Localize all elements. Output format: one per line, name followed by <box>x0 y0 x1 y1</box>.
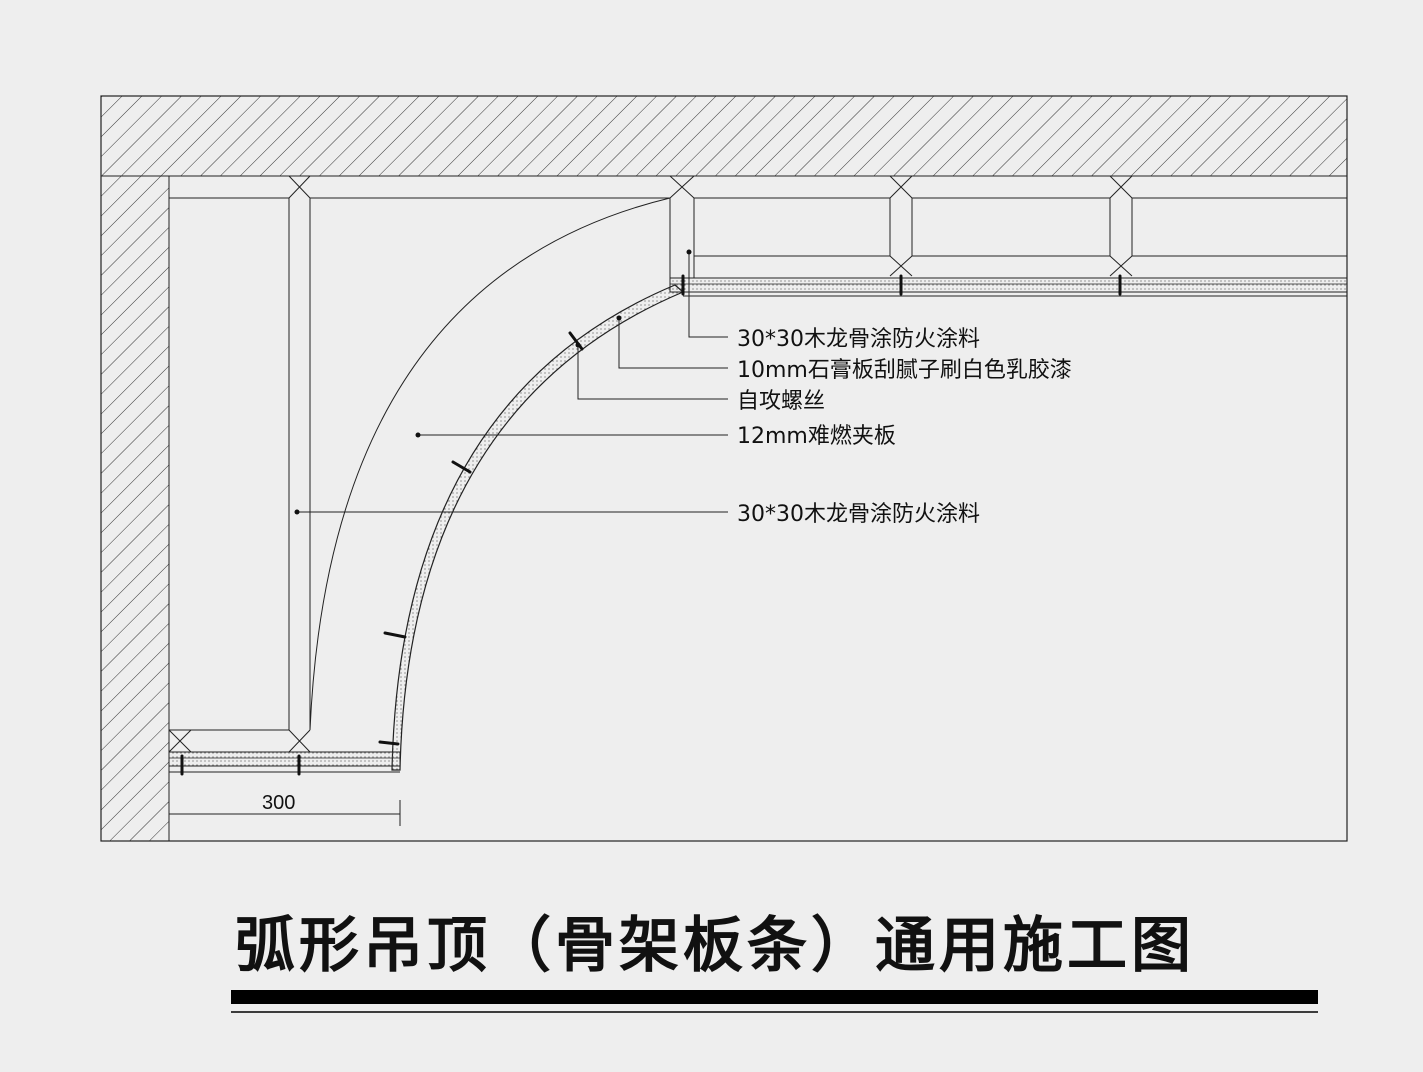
drawing-title: 弧形吊顶（骨架板条）通用施工图 <box>235 911 1195 981</box>
vertical-timber-keel <box>169 175 311 731</box>
top-gypsum-board <box>669 277 1348 297</box>
arc-guide-line <box>309 197 671 731</box>
title-underline-thick <box>231 990 1318 1004</box>
leader-lines <box>297 252 728 513</box>
wall-hatch <box>100 175 170 842</box>
bottom-gypsum-board <box>168 729 401 773</box>
horizontal-timber-keels <box>310 175 1347 278</box>
callout-keel-top: 30*30木龙骨涂防火涂料 <box>737 327 980 352</box>
self-tapping-screws <box>180 274 1122 776</box>
dimension-value: 300 <box>262 792 295 814</box>
curved-plywood-board <box>391 284 685 771</box>
callout-gypsum-board: 10mm石膏板刮腻子刷白色乳胶漆 <box>737 358 1072 383</box>
leader-dots <box>294 249 692 515</box>
callout-screw: 自攻螺丝 <box>737 389 825 414</box>
dimension-line <box>168 800 401 826</box>
drawing-frame <box>100 95 1348 842</box>
callout-keel-side: 30*30木龙骨涂防火涂料 <box>737 502 980 527</box>
callout-plywood: 12mm难燃夹板 <box>737 424 896 449</box>
ceiling-slab-hatch <box>100 95 1348 177</box>
